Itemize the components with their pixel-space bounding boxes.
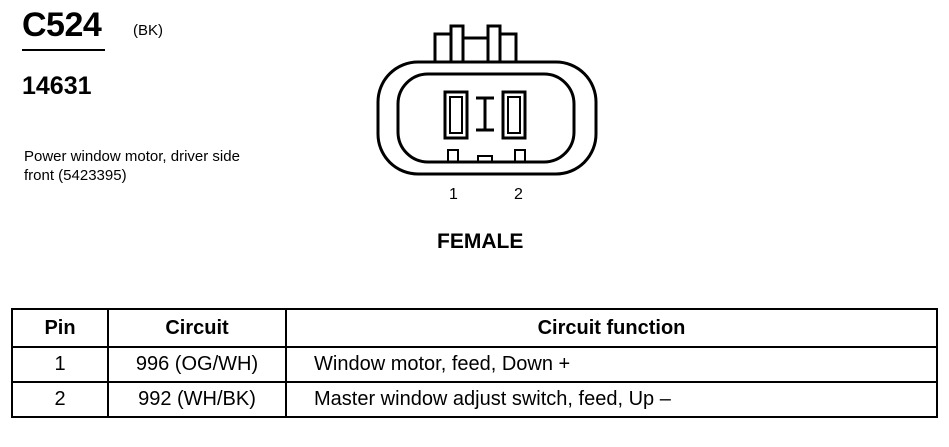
connector-housing-inner — [396, 72, 576, 164]
cell-circuit-function: Master window adjust switch, feed, Up – — [285, 381, 938, 418]
part-number: 14631 — [22, 72, 92, 100]
pin-table: Pin Circuit Circuit function 1 996 (OG/W… — [11, 308, 938, 418]
pin-label-1: 1 — [449, 186, 458, 203]
connector-color-code: (BK) — [133, 22, 163, 39]
connector-gender: FEMALE — [437, 230, 524, 253]
header-circuit: Circuit — [107, 308, 287, 348]
cell-pin: 1 — [11, 346, 109, 383]
cell-circuit-function: Window motor, feed, Down + — [285, 346, 938, 383]
connector-housing-outer — [376, 60, 598, 176]
header-pin: Pin — [11, 308, 109, 348]
header-circuit-function: Circuit function — [285, 308, 938, 348]
table-row: 1 996 (OG/WH) Window motor, feed, Down + — [11, 346, 938, 383]
connector-id: C524 — [22, 6, 102, 44]
connector-face-diagram — [376, 24, 598, 176]
table-header-row: Pin Circuit Circuit function — [11, 308, 938, 348]
terminal-cavities — [443, 90, 527, 140]
connector-id-underline — [22, 49, 105, 51]
cell-pin: 2 — [11, 381, 109, 418]
cell-circuit: 992 (WH/BK) — [107, 381, 287, 418]
connector-description: Power window motor, driver side front (5… — [24, 148, 240, 184]
pin-stubs — [447, 149, 526, 163]
cell-circuit: 996 (OG/WH) — [107, 346, 287, 383]
table-row: 2 992 (WH/BK) Master window adjust switc… — [11, 381, 938, 418]
pin-label-2: 2 — [514, 186, 523, 203]
